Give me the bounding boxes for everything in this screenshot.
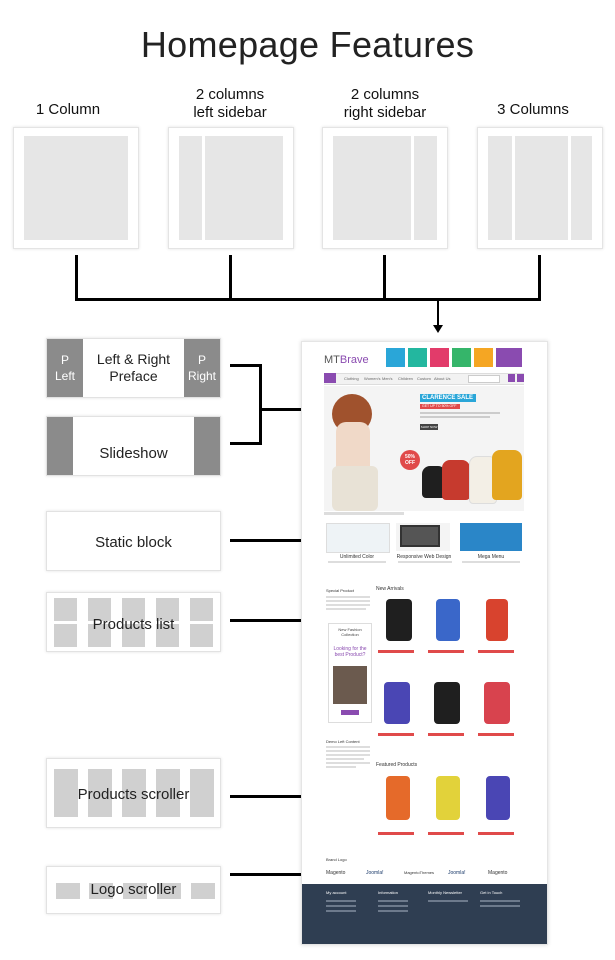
slideshow-banner: CLARENCE SALE GET UP TO 50% OFF SHOP NOW… [324, 386, 524, 511]
product-image [384, 682, 410, 724]
layout-2-columns-left [168, 127, 294, 249]
product-image [386, 599, 412, 641]
product-image [486, 776, 510, 820]
featured-products-heading: Featured Products [376, 762, 418, 768]
sale-title: CLARENCE SALE [420, 394, 476, 402]
page-title: Homepage Features [140, 24, 475, 65]
brand-logo: Joomla! [366, 870, 384, 876]
product-image [484, 682, 510, 724]
special-product-heading: Special Product [326, 588, 355, 593]
sale-badge: 50% OFF [400, 450, 420, 470]
brand-logo: Magento [326, 870, 346, 876]
product-image [436, 599, 460, 641]
feature-logo-scroller: Logo scroller [46, 866, 221, 914]
brand-logo-heading: Brand Logo [326, 857, 347, 862]
connector-line [538, 255, 541, 301]
sale-sub: GET UP TO 50% OFF [420, 404, 460, 409]
shop-now-button[interactable]: SHOP NOW [420, 424, 438, 430]
static-block-title-2: Responsive Web Design [396, 554, 452, 560]
brand-logo: Magento [488, 870, 508, 876]
connector-line [229, 255, 232, 301]
static-block-label: Static block [95, 534, 172, 551]
product-image [434, 682, 460, 724]
layout-label-3-columns: 3 Columns [497, 101, 569, 118]
nav-about[interactable]: About Us [434, 376, 451, 381]
feature-static-block: Static block [46, 511, 221, 571]
layout-1-column [13, 127, 139, 249]
static-block-title-3: Mega Menu [477, 554, 505, 560]
preface-label: Left & Right Preface [96, 351, 171, 384]
product-image [386, 776, 410, 820]
feature-products-list: Products list [46, 592, 221, 652]
product-image [486, 599, 508, 641]
layout-label-2-col-left: 2 columns left sidebar [193, 86, 267, 121]
connector-line [437, 301, 439, 327]
static-block-1 [326, 523, 390, 553]
product-image [436, 776, 460, 820]
brand-logo: Joomla! [448, 870, 466, 876]
sidebar-banner: New Fashion Collection Looking for the b… [328, 623, 372, 723]
demo-left-heading: Demo Left Content [326, 739, 360, 744]
footer: My account Information Monthly Newslette… [302, 884, 547, 944]
nav-womens[interactable]: Women's [364, 376, 381, 381]
feature-slideshow: Slideshow [46, 416, 221, 476]
nav-clothing[interactable]: Clothing [344, 376, 359, 381]
products-list-label: Products list [92, 616, 175, 633]
layout-2-columns-right [322, 127, 448, 249]
connector-line [75, 298, 541, 301]
preface-right: P Right [184, 339, 220, 397]
new-arrivals-heading: New Arrivals [376, 586, 404, 592]
static-block-2 [396, 523, 450, 551]
preface-left: P Left [47, 339, 83, 397]
homepage-screenshot: MTBrave Clothing Women's Men's Children … [301, 341, 548, 945]
feature-preface: P Left Left & Right Preface P Right [46, 338, 221, 398]
nav-children[interactable]: Children [398, 376, 413, 381]
static-block-3 [460, 523, 522, 551]
layout-label-1-column: 1 Column [35, 101, 101, 118]
products-scroller-label: Products scroller [77, 786, 190, 803]
nav-mens[interactable]: Men's [382, 376, 393, 381]
static-block-title-1: Unlimited Color [339, 554, 375, 560]
logo-scroller-label: Logo scroller [90, 881, 177, 898]
nav-custom[interactable]: Custom [417, 376, 431, 381]
arrow-down-icon [433, 325, 443, 333]
logo: MTBrave [324, 354, 369, 366]
brand-logo: MagentoThemes [404, 870, 435, 875]
connector-line [383, 255, 386, 301]
layout-label-2-col-right: 2 columns right sidebar [343, 86, 427, 121]
slideshow-label: Slideshow [99, 445, 168, 462]
feature-products-scroller: Products scroller [46, 758, 221, 828]
connector-line [75, 255, 78, 301]
layout-3-columns [477, 127, 603, 249]
